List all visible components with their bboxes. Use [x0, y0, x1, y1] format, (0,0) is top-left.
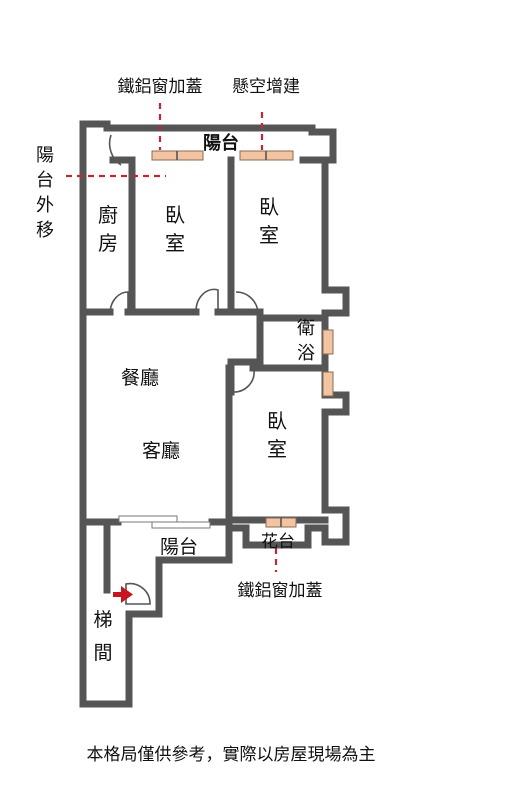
- room-dining: 餐廳: [121, 367, 159, 389]
- balcony-moved-out-char-3: 外: [36, 195, 54, 216]
- room-bedroom-2-char-2: 室: [259, 223, 279, 247]
- sliding-door-left: [118, 515, 178, 523]
- sliding-door-right: [151, 521, 211, 529]
- room-bedroom-2-char-1: 臥: [259, 195, 279, 219]
- room-balcony-bottom: 陽台: [160, 536, 198, 558]
- window-cover-bottom-label: 鐵鋁窗加蓋: [238, 581, 323, 601]
- room-stairs-char-1: 梯: [93, 609, 112, 631]
- overhang-extension-label: 懸空增建: [232, 77, 300, 97]
- room-bathroom-char-1: 衛: [297, 318, 315, 339]
- room-bedroom-1-char-2: 室: [165, 231, 185, 255]
- room-bedroom-3-char-1: 臥: [267, 409, 287, 433]
- balcony-moved-out-char-2: 台: [36, 170, 54, 191]
- room-bedroom-3-char-2: 室: [267, 437, 287, 461]
- room-stairs-char-2: 間: [93, 642, 112, 664]
- room-flower-bed: 花台: [261, 532, 295, 552]
- room-bedroom-1-char-1: 臥: [165, 203, 185, 227]
- balcony-moved-out-char-1: 陽: [36, 145, 54, 166]
- room-kitchen-char-1: 廚: [98, 203, 118, 227]
- room-kitchen-char-2: 房: [98, 231, 118, 255]
- room-living: 客廳: [142, 440, 180, 462]
- room-bathroom-char-2: 浴: [297, 343, 315, 364]
- annotation-lines: [66, 103, 278, 572]
- windows: [118, 150, 334, 529]
- window-bathroom-lower: [322, 371, 334, 397]
- entry-arrow-icon: [113, 586, 133, 603]
- disclaimer-text: 本格局僅供參考，實際以房屋現場為主: [87, 745, 376, 765]
- walls: [79, 120, 350, 708]
- window-bathroom-upper: [322, 329, 334, 355]
- balcony-moved-out-char-4: 移: [36, 220, 54, 241]
- door-swings: [108, 134, 263, 605]
- window-cover-top-label: 鐵鋁窗加蓋: [118, 77, 203, 97]
- room-balcony-top: 陽台: [203, 132, 239, 154]
